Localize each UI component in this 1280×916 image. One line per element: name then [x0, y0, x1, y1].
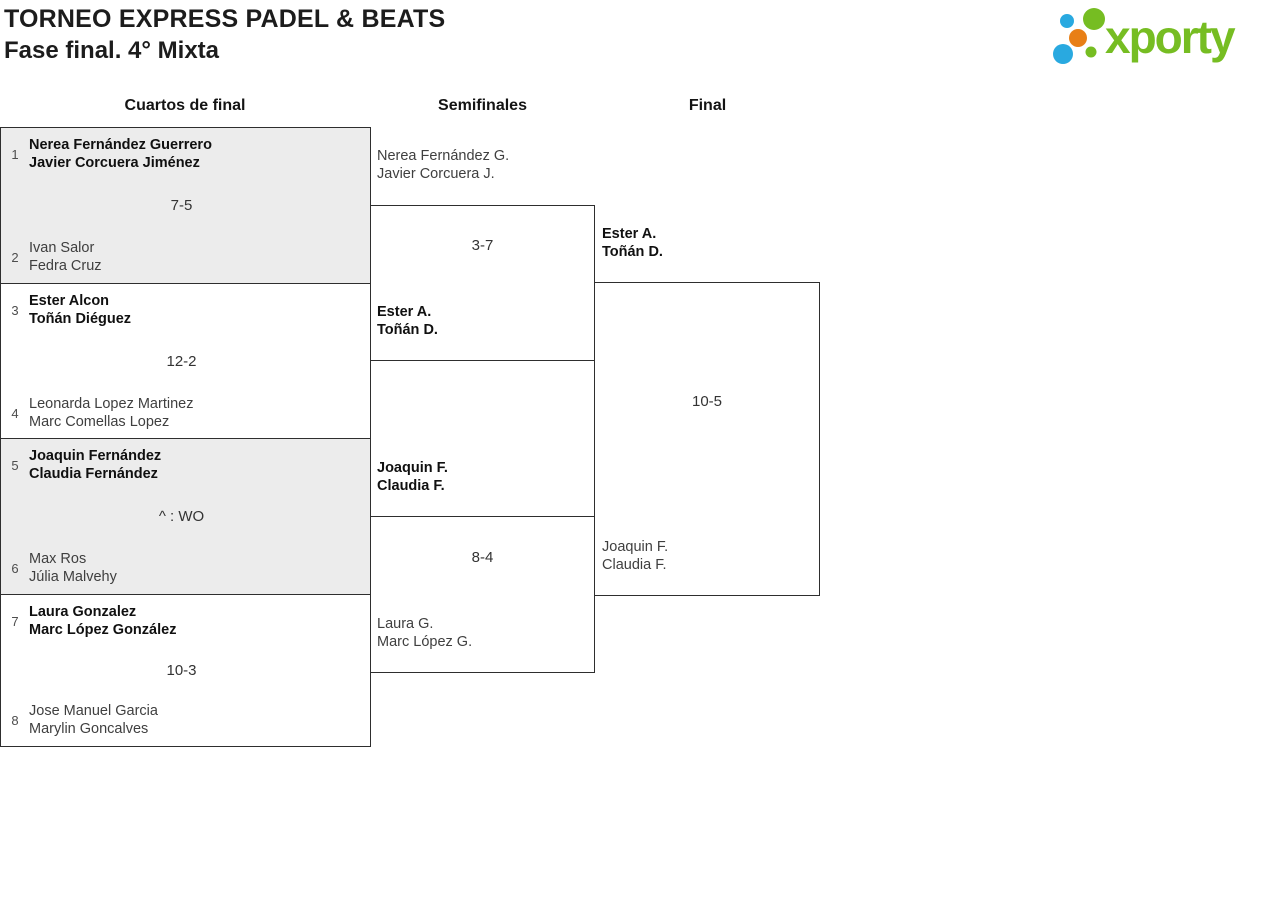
team-names: Nerea Fernández Guerrero Javier Corcuera… [29, 137, 212, 171]
qf3-team1-row: 5 Joaquin Fernández Claudia Fernández [1, 447, 362, 483]
qf-match-4: 7 Laura Gonzalez Marc López González 10-… [0, 594, 371, 747]
qf2-team1-row: 3 Ester Alcon Toñán Diéguez [1, 292, 362, 328]
xporty-logo[interactable]: xporty [1043, 3, 1275, 75]
qf-match-3: 5 Joaquin Fernández Claudia Fernández ^ … [0, 438, 371, 595]
seed-number: 6 [11, 560, 19, 576]
xporty-dots-icon [1053, 8, 1105, 64]
round-title-semifinales: Semifinales [438, 97, 527, 114]
seed-number: 4 [11, 405, 19, 421]
tournament-phase-subtitle: Fase final. 4° Mixta [4, 37, 220, 64]
team-names: Leonarda Lopez Martinez Marc Comellas Lo… [29, 396, 194, 430]
team-names: Joaquin Fernández Claudia Fernández [29, 448, 162, 482]
team-names: Max Ros Júlia Malvehy [29, 551, 117, 585]
match-score: 10-3 [166, 661, 197, 679]
match-score: ^ : WO [158, 507, 205, 525]
final-match-box [594, 282, 820, 596]
sf1-team2-names: Ester A. Toñán D. [377, 304, 438, 338]
round-title-final: Final [688, 97, 727, 114]
qf4-team2-row: 8 Jose Manuel Garcia Marylin Goncalves [1, 702, 362, 738]
match-score: 12-2 [166, 352, 197, 370]
round-title-cuartos: Cuartos de final [124, 97, 246, 114]
seed-number: 5 [11, 457, 19, 473]
qf-match-1: 1 Nerea Fernández Guerrero Javier Corcue… [0, 127, 371, 284]
seed-number: 8 [11, 712, 19, 728]
qf2-team2-row: 4 Leonarda Lopez Martinez Marc Comellas … [1, 395, 362, 431]
seed-number: 2 [11, 249, 19, 265]
seed-number: 1 [11, 146, 19, 162]
team-names: Jose Manuel Garcia Marylin Goncalves [29, 703, 158, 737]
final-score: 10-5 [691, 393, 723, 410]
match-score: 7-5 [170, 196, 193, 214]
team-names: Ivan Salor Fedra Cruz [29, 240, 102, 274]
sf1-team1-names: Nerea Fernández G. Javier Corcuera J. [377, 148, 510, 182]
final-team1-names: Ester A. Toñán D. [602, 226, 663, 260]
sf2-score: 8-4 [471, 549, 494, 566]
seed-number: 3 [11, 302, 19, 318]
qf1-team1-row: 1 Nerea Fernández Guerrero Javier Corcue… [1, 136, 362, 172]
qf1-team2-row: 2 Ivan Salor Fedra Cruz [1, 239, 362, 275]
team-names: Ester Alcon Toñán Diéguez [29, 293, 132, 327]
seed-number: 7 [11, 613, 19, 629]
final-team2-names: Joaquin F. Claudia F. [602, 539, 669, 573]
xporty-wordmark: xporty [1105, 11, 1236, 63]
qf3-team2-row: 6 Max Ros Júlia Malvehy [1, 550, 362, 586]
sf2-team2-names: Laura G. Marc López G. [377, 616, 473, 650]
tournament-title: TORNEO EXPRESS PADEL & BEATS [4, 5, 446, 33]
qf-match-2: 3 Ester Alcon Toñán Diéguez 12-2 4 Leona… [0, 283, 371, 440]
team-names: Laura Gonzalez Marc López González [29, 604, 177, 638]
qf4-team1-row: 7 Laura Gonzalez Marc López González [1, 603, 362, 639]
sf2-team1-names: Joaquin F. Claudia F. [377, 460, 448, 494]
sf1-score: 3-7 [471, 237, 494, 254]
